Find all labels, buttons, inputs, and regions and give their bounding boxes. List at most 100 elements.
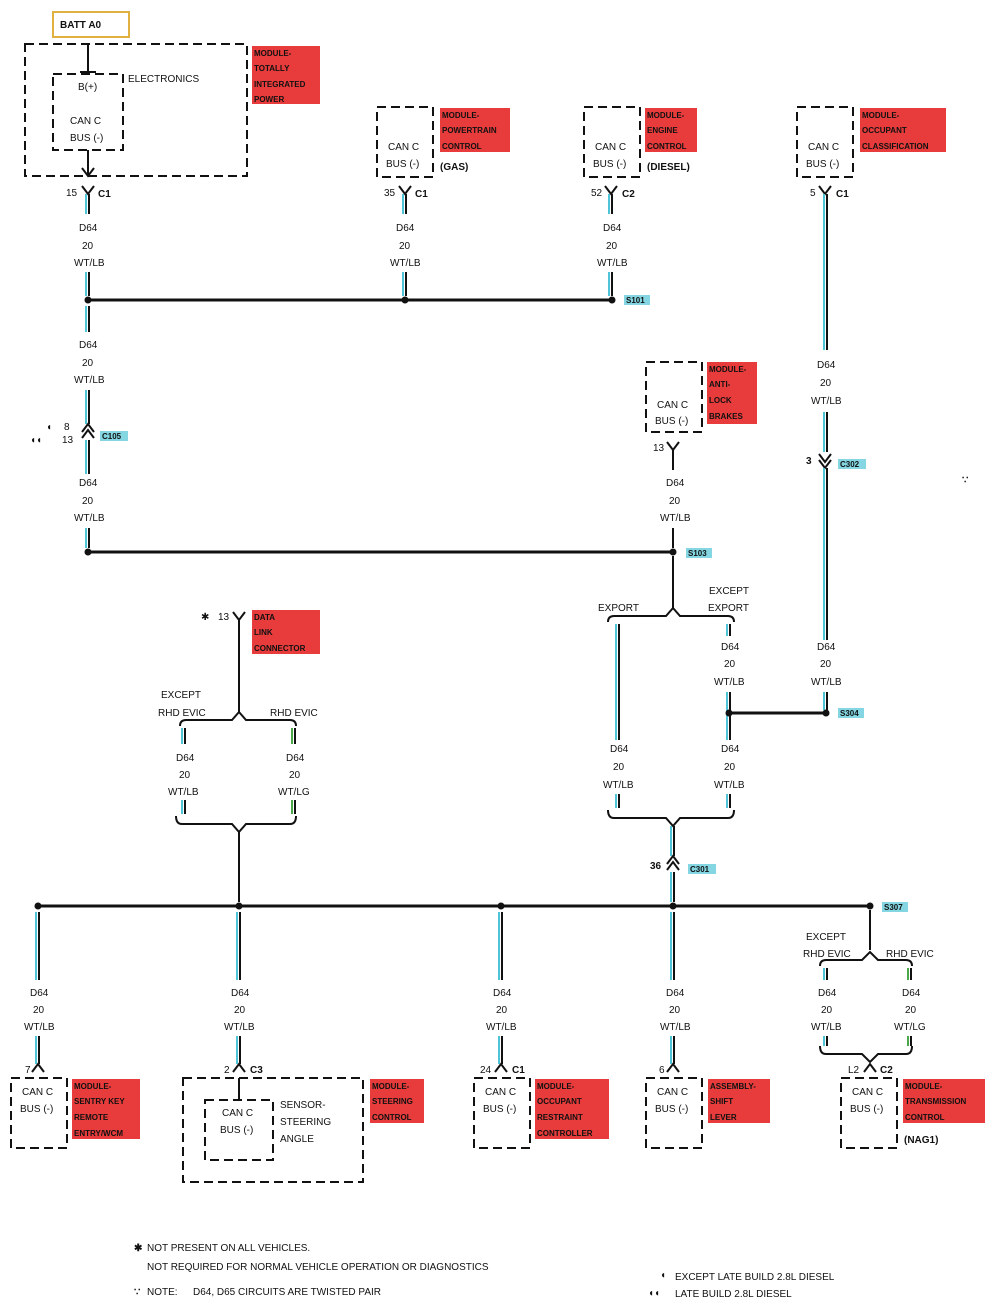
skreem-can1: CAN C (22, 1087, 53, 1098)
svg-text:S101: S101 (626, 296, 645, 305)
wire-label-tipm3: D64 20 WT/LB (74, 478, 105, 524)
abs-can2: BUS (-) (655, 416, 688, 427)
orc-pin: 24 (480, 1065, 492, 1076)
wire-label-tcm-right: D64 20 WT/LG (894, 988, 926, 1033)
wire-label-tipm: D64 20 WT/LB (74, 223, 105, 269)
dlc-rhd: RHD EVIC (270, 708, 318, 719)
svg-text:LOCK: LOCK (709, 396, 732, 405)
abs-module-tag: MODULE- ANTI- LOCK BRAKES (707, 362, 757, 424)
branch-except: EXCEPT (709, 586, 749, 597)
tcm-can1: CAN C (852, 1087, 883, 1098)
splice-s307: S307 (882, 902, 908, 912)
skreem-outline (10, 1077, 68, 1149)
svg-text:REMOTE: REMOTE (74, 1113, 109, 1122)
svg-text:20: 20 (821, 1005, 833, 1016)
svg-text:SENTRY KEY: SENTRY KEY (74, 1097, 125, 1106)
svg-text:DATA: DATA (254, 613, 275, 622)
svg-text:ENGINE: ENGINE (647, 126, 678, 135)
svg-text:20: 20 (82, 358, 94, 369)
svg-text:D64: D64 (79, 478, 98, 489)
steer-pin: 2 (224, 1065, 230, 1076)
wire-label-tipm2: D64 20 WT/LB (74, 340, 105, 386)
skreem-module-tag: MODULE- SENTRY KEY REMOTE ENTRY/WCM (72, 1079, 140, 1139)
orc-can1: CAN C (485, 1087, 516, 1098)
dlc-pin: 13 (218, 612, 230, 623)
svg-text:CONTROL: CONTROL (442, 142, 482, 151)
svg-text:WT/LG: WT/LG (894, 1022, 926, 1033)
wire-label-abs: D64 20 WT/LB (660, 478, 691, 524)
wire-label-ecm: D64 20 WT/LB (597, 223, 628, 269)
inline-c105: C105 (100, 431, 128, 441)
svg-text:STEERING: STEERING (372, 1097, 413, 1106)
svg-text:WT/LB: WT/LB (660, 513, 691, 524)
ecm-conn: C2 (622, 189, 635, 200)
svg-text:WT/LG: WT/LG (278, 787, 310, 798)
shift-module-tag: ASSEMBLY- SHIFT LEVER (708, 1079, 770, 1123)
ecm-can2: BUS (-) (593, 159, 626, 170)
svg-text:D64: D64 (610, 744, 629, 755)
svg-text:WT/LB: WT/LB (224, 1022, 255, 1033)
tcm-conn: C2 (880, 1065, 893, 1076)
occ-pin: 5 (810, 188, 816, 199)
svg-text:20: 20 (234, 1005, 246, 1016)
wire-label-except: D64 20 WT/LB (714, 642, 745, 688)
legend-2: LATE BUILD 2.8L DIESEL (675, 1289, 792, 1299)
svg-text:TRANSMISSION: TRANSMISSION (905, 1097, 967, 1106)
svg-text:13: 13 (62, 435, 74, 446)
svg-text:RESTRAINT: RESTRAINT (537, 1113, 583, 1122)
orc-can2: BUS (-) (483, 1104, 516, 1115)
svg-text:POWER: POWER (254, 95, 284, 104)
svg-text:CONTROL: CONTROL (372, 1113, 412, 1122)
ecm-module-tag: MODULE- ENGINE CONTROL (645, 108, 697, 152)
svg-text:WT/LB: WT/LB (603, 780, 634, 791)
svg-text:MODULE-: MODULE- (537, 1082, 575, 1091)
tcm-can2: BUS (-) (850, 1104, 883, 1115)
svg-text:WT/LB: WT/LB (660, 1022, 691, 1033)
skreem-can2: BUS (-) (20, 1104, 53, 1115)
svg-text:D64: D64 (721, 744, 740, 755)
svg-text:D64: D64 (30, 988, 49, 999)
svg-text:20: 20 (179, 770, 191, 781)
svg-text:BRAKES: BRAKES (709, 412, 743, 421)
ecm-outline (583, 106, 641, 178)
svg-text:◖: ◖ (46, 422, 52, 433)
ecm-sub: (DIESEL) (647, 162, 690, 173)
note-label: NOTE: (147, 1287, 178, 1298)
splice-s103: S103 (686, 548, 712, 558)
shift-can2: BUS (-) (655, 1104, 688, 1115)
svg-text:INTEGRATED: INTEGRATED (254, 80, 306, 89)
svg-text:20: 20 (33, 1005, 45, 1016)
note-star-icon: ✱ (134, 1243, 143, 1254)
wire-label-dlc-right: D64 20 WT/LG (278, 753, 310, 798)
ecm-can1: CAN C (595, 142, 626, 153)
note-star-1: NOT PRESENT ON ALL VEHICLES. (147, 1243, 310, 1254)
occ-outline (796, 106, 854, 178)
orc-conn: C1 (512, 1065, 525, 1076)
tcm-except-2: RHD EVIC (803, 949, 851, 960)
occ-conn: C1 (836, 189, 849, 200)
svg-text:D64: D64 (603, 223, 622, 234)
svg-text:POWERTRAIN: POWERTRAIN (442, 126, 497, 135)
svg-text:WT/LB: WT/LB (811, 1022, 842, 1033)
svg-text:S103: S103 (688, 549, 707, 558)
svg-text:20: 20 (820, 378, 832, 389)
wire-label-skreem: D64 20 WT/LB (24, 988, 55, 1033)
svg-text:D64: D64 (396, 223, 415, 234)
c302-pin: 3 (806, 456, 812, 467)
splice-s101: S101 (624, 295, 650, 305)
svg-text:CONTROL: CONTROL (647, 142, 687, 151)
wire-label-steer: D64 20 WT/LB (224, 988, 255, 1033)
svg-text:MODULE-: MODULE- (905, 1082, 943, 1091)
svg-text:D64: D64 (666, 988, 685, 999)
abs-pin: 13 (653, 443, 665, 454)
steer-can2: BUS (-) (220, 1125, 253, 1136)
svg-text:WT/LB: WT/LB (714, 780, 745, 791)
svg-text:OCCUPANT: OCCUPANT (537, 1097, 582, 1106)
pcm-sub: (GAS) (440, 162, 468, 173)
svg-text:LINK: LINK (254, 628, 273, 637)
shift-pin: 6 (659, 1065, 665, 1076)
svg-text:STEERING: STEERING (280, 1117, 331, 1128)
svg-text:20: 20 (724, 659, 736, 670)
svg-text:D64: D64 (231, 988, 250, 999)
steer-module-tag: MODULE- STEERING CONTROL (370, 1079, 424, 1123)
